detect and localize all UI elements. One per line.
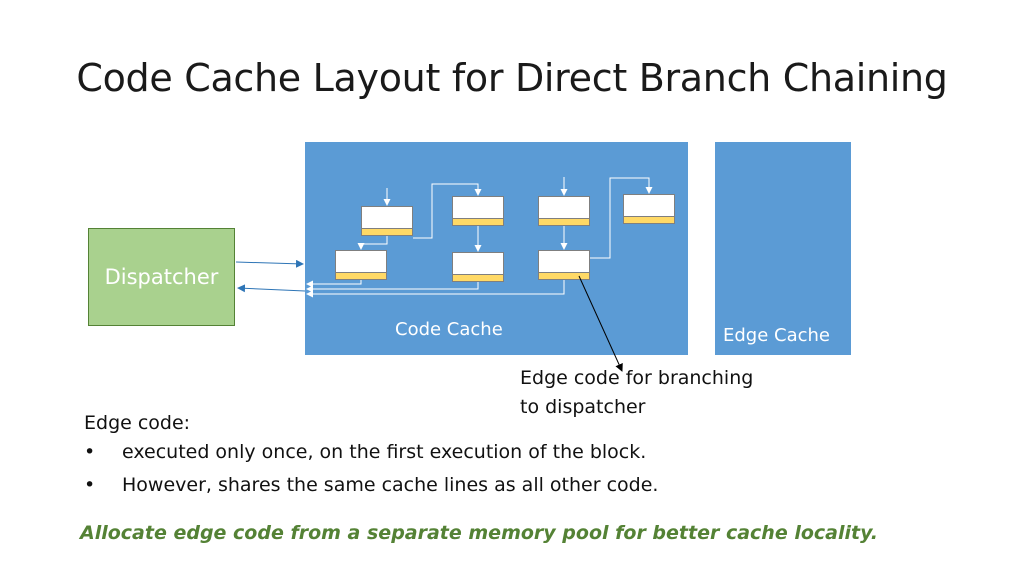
notes-heading: Edge code: [84,412,191,434]
code-block [335,250,387,280]
dispatcher-box: Dispatcher [88,228,235,326]
list-item: • However, shares the same cache lines a… [84,473,658,497]
list-item: • executed only once, on the first execu… [84,440,658,464]
dispatcher-to-cache-arrow [235,259,304,268]
edge-code-callout: Edge code for branching to dispatcher [520,364,753,422]
code-cache-label: Code Cache [395,319,503,340]
callout-line: to dispatcher [520,396,646,418]
edge-cache-region: Edge Cache [715,142,851,355]
slide-title: Code Cache Layout for Direct Branch Chai… [76,56,948,100]
code-block [538,196,590,226]
code-block [623,194,675,224]
callout-line: Edge code for branching [520,367,754,389]
edge-code-notes: Edge code: • executed only once, on the … [84,412,658,506]
code-block [452,252,504,282]
code-block [538,250,590,280]
dispatcher-label: Dispatcher [104,265,219,289]
edge-cache-label: Edge Cache [723,325,830,346]
notes-list: • executed only once, on the first execu… [84,440,658,497]
bullet-text: executed only once, on the first executi… [122,441,647,463]
code-cache-region: Code Cache [305,142,688,355]
conclusion-text: Allocate edge code from a separate memor… [80,522,878,544]
cache-to-dispatcher-arrow [237,284,306,293]
bullet-text: However, shares the same cache lines as … [122,474,659,496]
bullet-glyph: • [84,441,96,463]
code-block [452,196,504,226]
code-block [361,206,413,236]
bullet-glyph: • [84,474,96,496]
